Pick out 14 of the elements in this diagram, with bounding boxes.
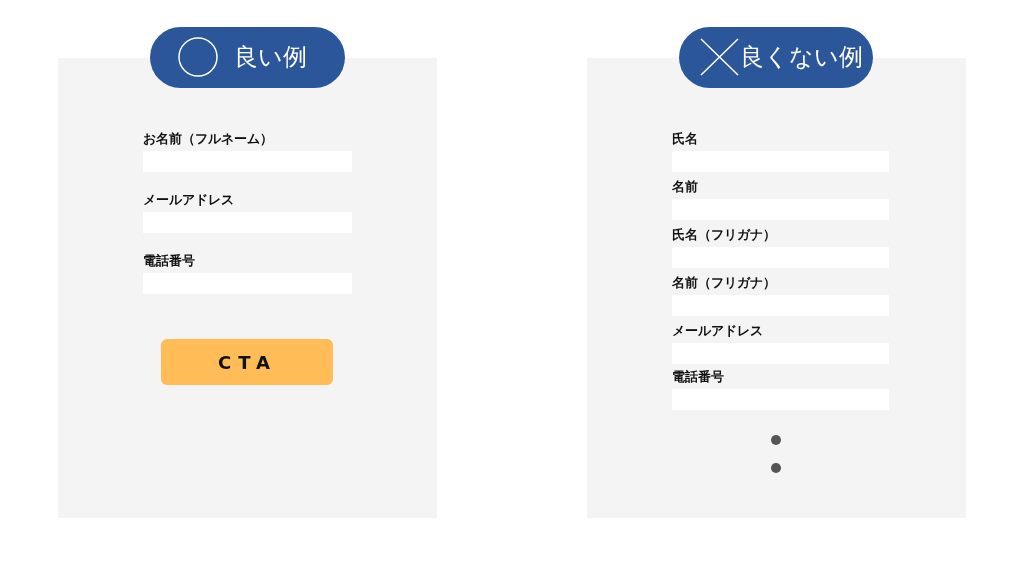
field-label: 氏名 — [672, 131, 698, 147]
badge-title: 良い例 — [234, 42, 307, 73]
field-label: メールアドレス — [672, 323, 763, 339]
field-label: お名前（フルネーム） — [143, 131, 273, 147]
field-label: 電話番号 — [143, 253, 195, 269]
heading-pill — [150, 27, 345, 88]
heading-pill — [679, 27, 873, 88]
field-label: 名前（フリガナ） — [672, 275, 776, 291]
field-label: メールアドレス — [143, 192, 234, 208]
badge-title: 良くない例 — [740, 42, 863, 73]
field-label: 電話番号 — [672, 369, 724, 385]
field-label: 氏名（フリガナ） — [672, 227, 776, 243]
field-label: 名前 — [672, 179, 698, 195]
cta-button: CTA — [161, 339, 333, 385]
